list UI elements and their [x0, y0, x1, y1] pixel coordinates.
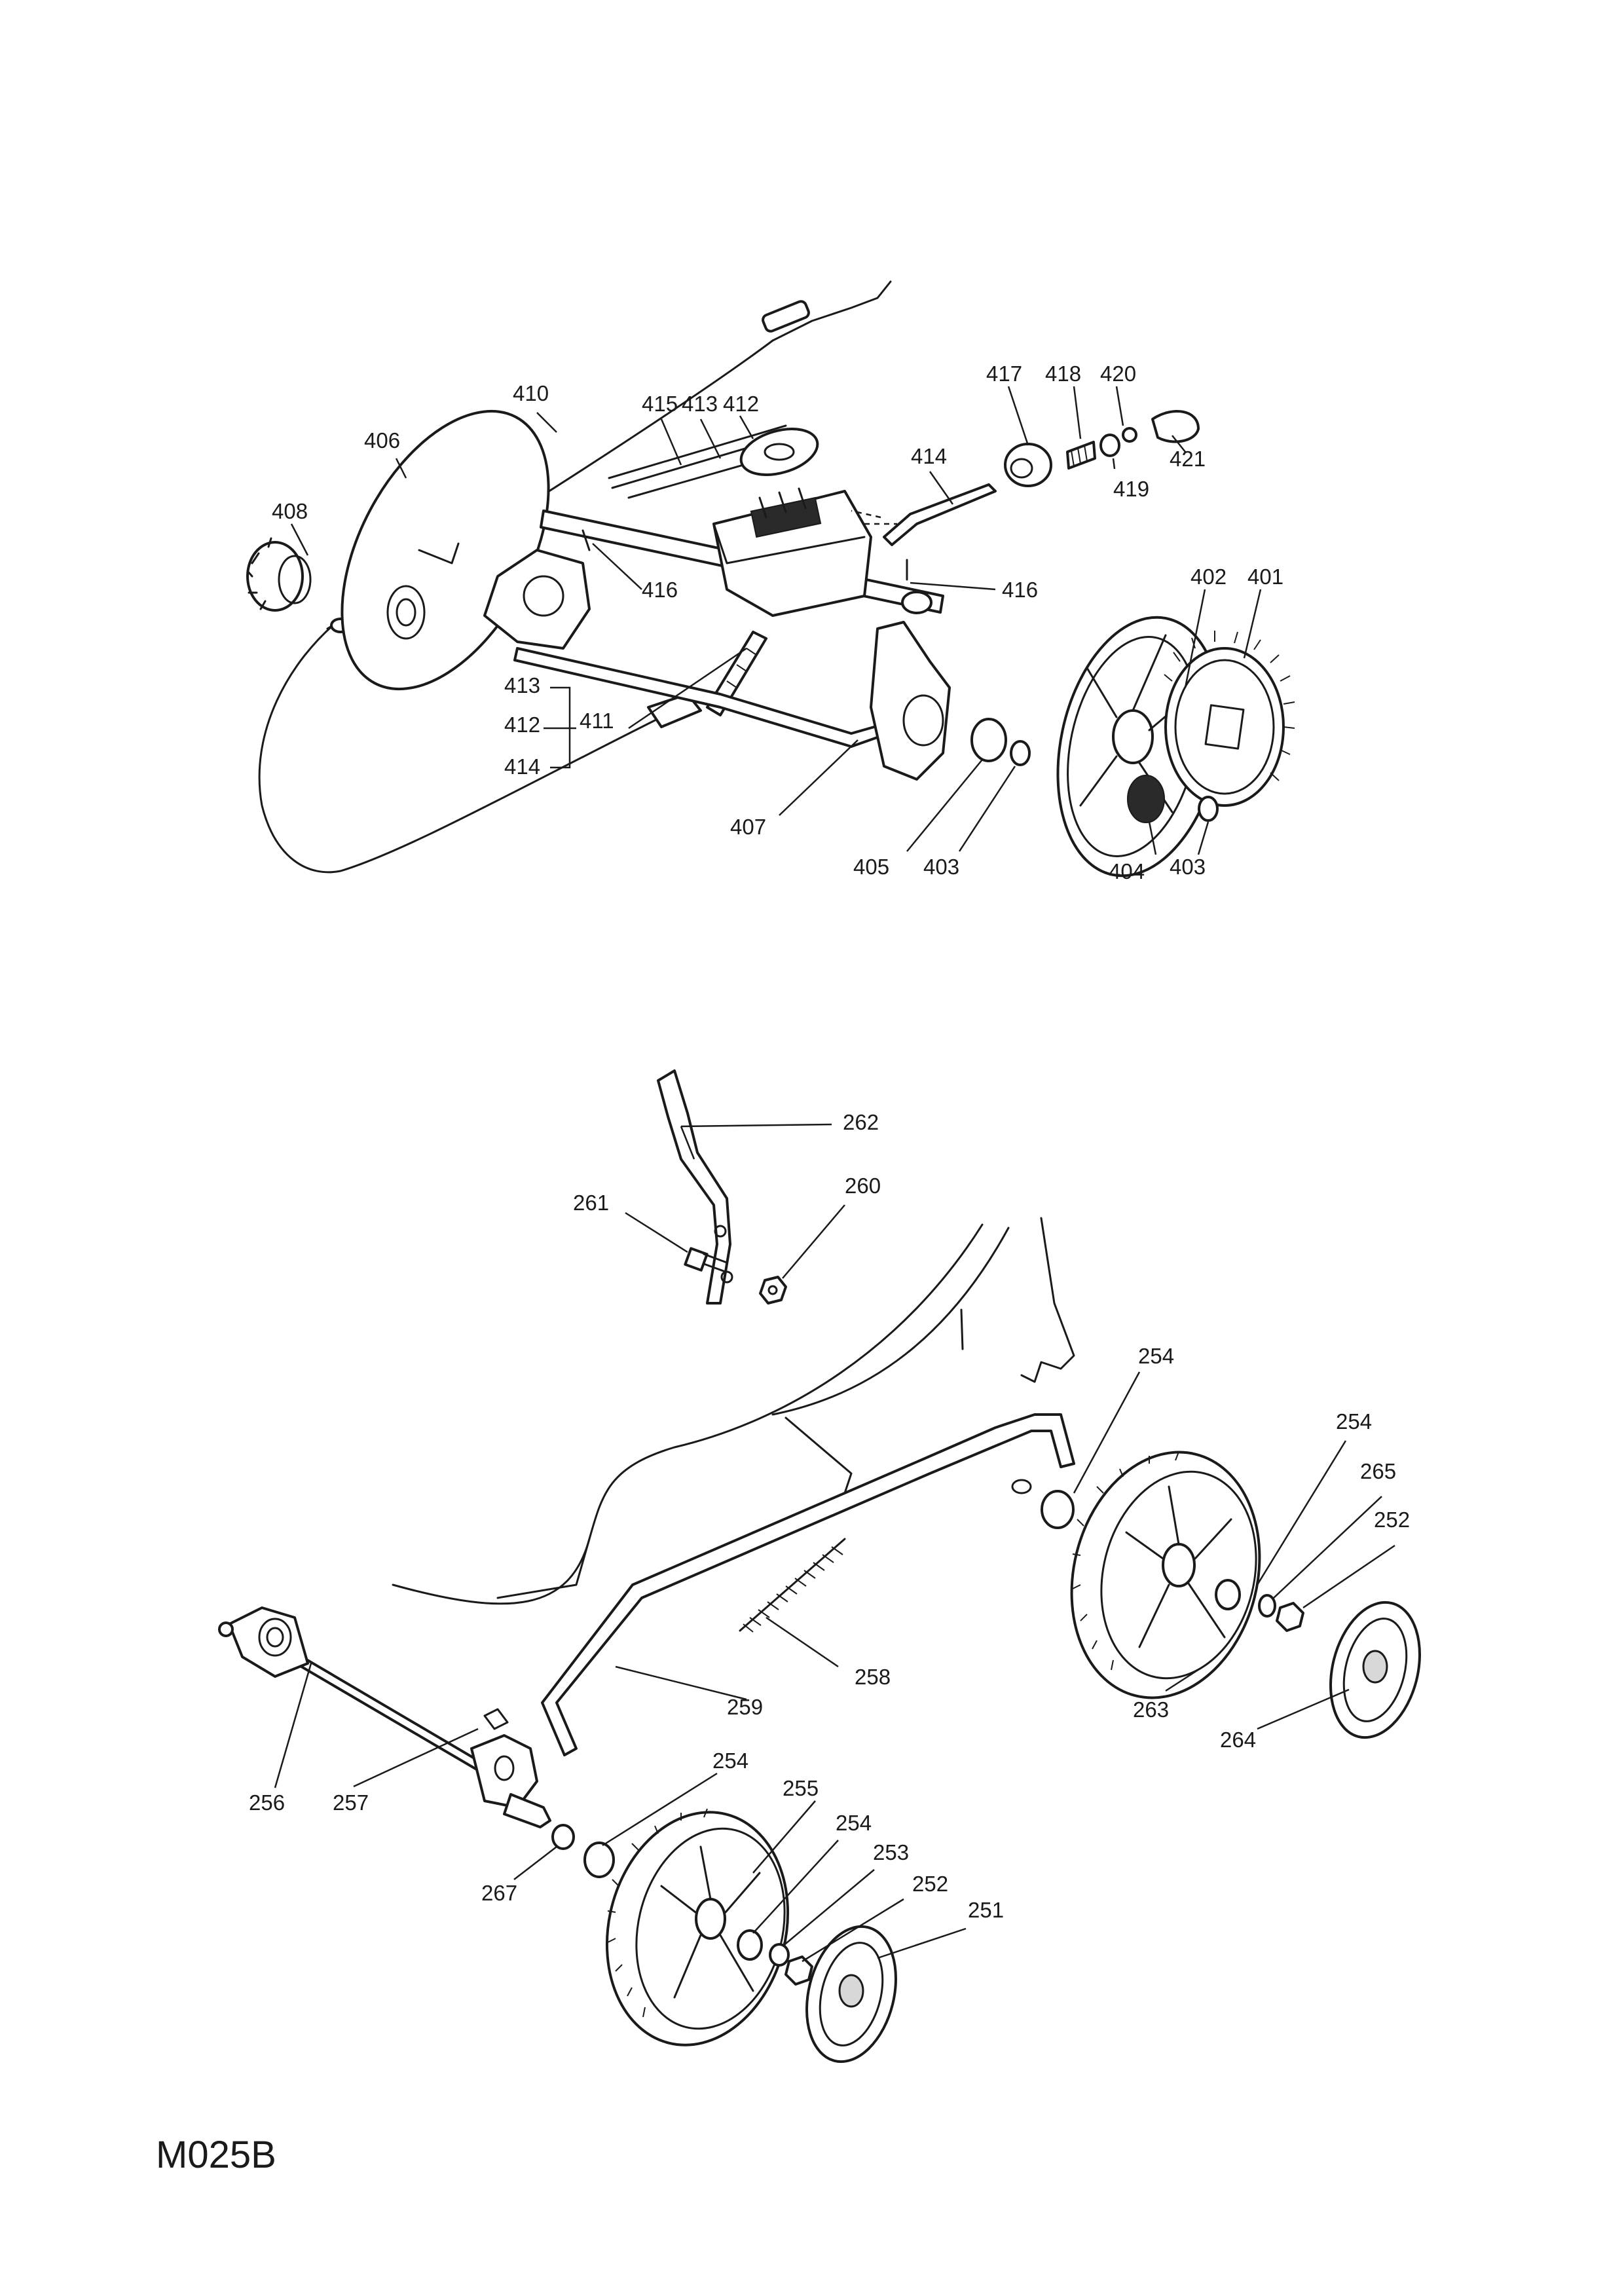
lower-leader-lines	[274, 1123, 1395, 1963]
callout-253: 253	[873, 1840, 909, 1864]
callout-403-right: 403	[1170, 855, 1206, 879]
pin-416-left	[581, 529, 591, 551]
hubcap-264	[1329, 1601, 1421, 1739]
callout-labels: 410 406 408 415 413 412 417 418 420 414 …	[249, 361, 1410, 1922]
height-adjust-rod-407	[513, 647, 898, 748]
nut-252-front	[784, 1955, 813, 1986]
callout-414-top: 414	[911, 444, 947, 468]
callout-260: 260	[845, 1174, 881, 1198]
hubcap-251	[805, 1925, 897, 2064]
callout-259: 259	[727, 1695, 763, 1719]
spring-258	[739, 1538, 846, 1633]
callout-406: 406	[364, 428, 400, 453]
callout-252-front: 252	[912, 1872, 948, 1896]
bracket-257	[470, 1708, 551, 1828]
bolt-261	[684, 1247, 728, 1273]
nut-260	[759, 1276, 787, 1305]
callout-413-bracket: 413	[504, 673, 540, 697]
belt-pulley-412-413-415	[608, 424, 819, 499]
spacer-254-rear	[1041, 1490, 1075, 1529]
callout-267: 267	[481, 1881, 517, 1905]
wheel-bracket-right	[870, 621, 951, 781]
callout-254-front-outer: 254	[836, 1811, 872, 1835]
callout-257: 257	[333, 1790, 369, 1815]
callout-421: 421	[1170, 447, 1206, 471]
pinion-404	[1127, 775, 1165, 823]
callout-414-bracket: 414	[504, 754, 540, 779]
mower-deck-outline	[392, 1217, 1075, 1605]
callout-419: 419	[1113, 477, 1149, 501]
callout-255: 255	[783, 1776, 819, 1800]
callout-402: 402	[1190, 565, 1227, 589]
callout-258: 258	[855, 1665, 891, 1689]
callout-265: 265	[1360, 1459, 1396, 1483]
callout-261: 261	[573, 1191, 609, 1215]
gearbox-axle	[540, 487, 944, 617]
washer-253	[769, 1943, 790, 1967]
rear-wheel-263	[1070, 1451, 1261, 1699]
adjust-rod-259	[541, 1413, 1075, 1756]
callout-416-left: 416	[642, 578, 678, 602]
callout-256: 256	[249, 1790, 285, 1815]
callout-416-right: 416	[1002, 578, 1038, 602]
front-wheel-255	[583, 1808, 790, 2046]
drive-gear-401	[1164, 631, 1295, 807]
callout-412-top: 412	[723, 392, 759, 416]
callout-405: 405	[853, 855, 889, 879]
nut-252-rear	[1276, 1602, 1304, 1632]
callout-418: 418	[1045, 361, 1081, 386]
callout-264: 264	[1220, 1728, 1256, 1752]
callout-254-rear-outer: 254	[1336, 1409, 1372, 1434]
kit-bracket	[544, 686, 576, 769]
wheel-bracket-left	[483, 549, 591, 650]
callout-410: 410	[513, 381, 549, 405]
callout-263: 263	[1133, 1697, 1169, 1722]
callout-415: 415	[642, 392, 678, 416]
callout-417: 417	[986, 361, 1022, 386]
upper-leader-lines	[290, 386, 1262, 855]
front-axle-256	[218, 1606, 492, 1777]
callout-254-front-inner: 254	[712, 1749, 748, 1773]
drawing-code: M025B	[156, 2134, 276, 2176]
pulley-disc-406	[341, 409, 550, 691]
callout-404: 404	[1109, 859, 1145, 883]
callout-262: 262	[843, 1110, 879, 1134]
washer-267	[551, 1824, 575, 1850]
callout-420: 420	[1100, 361, 1136, 386]
ring-403-left	[1010, 740, 1031, 766]
lower-wheel-assembly	[218, 1069, 1421, 2064]
callout-251: 251	[968, 1898, 1004, 1922]
callout-408: 408	[272, 499, 308, 523]
lever-and-bracket-417-421	[851, 410, 1200, 546]
upper-drive-assembly	[246, 280, 1295, 878]
callout-407: 407	[730, 815, 766, 839]
callout-403-left: 403	[923, 855, 959, 879]
callout-252-rear: 252	[1374, 1508, 1410, 1532]
callout-412-bracket: 412	[504, 713, 540, 737]
callout-401: 401	[1247, 565, 1283, 589]
callout-413-top: 413	[682, 392, 718, 416]
callout-411: 411	[580, 709, 614, 733]
washer-265	[1258, 1594, 1276, 1618]
ring-403-right	[1198, 796, 1219, 822]
pinion-408	[246, 537, 312, 612]
hitch-bracket-262	[657, 1069, 733, 1305]
bushing-405	[970, 718, 1007, 762]
callout-254-rear-inner: 254	[1138, 1344, 1174, 1368]
